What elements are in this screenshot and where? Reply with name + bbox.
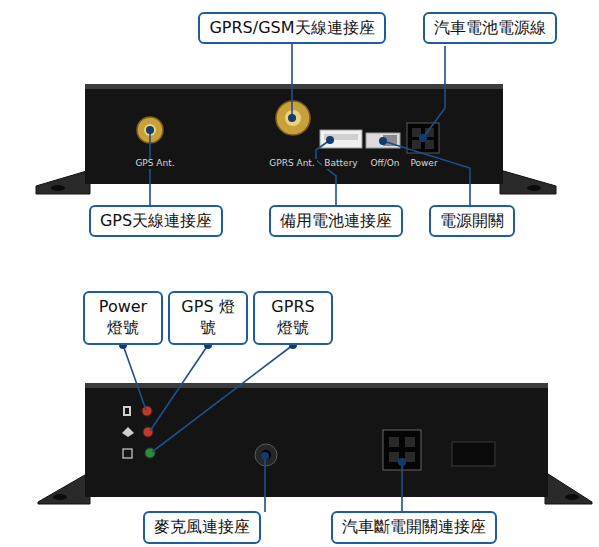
callout-text: 電源開關 xyxy=(440,211,504,232)
callout-box: 麥克風連接座 xyxy=(143,511,261,544)
callout-box: Power 燈號 xyxy=(83,291,163,345)
callout-text: 備用電池連接座 xyxy=(280,211,392,232)
callout-text: GPRS/GSM天線連接座 xyxy=(209,18,374,39)
top-device xyxy=(36,84,556,194)
callout-box: 電源開關 xyxy=(429,205,515,238)
callout-box: GPRS/GSM天線連接座 xyxy=(198,12,385,45)
callout-text: Power 燈號 xyxy=(94,297,152,339)
callout-box: 汽車斷電開關連接座 xyxy=(331,511,497,544)
callout-box: GPS 燈號 xyxy=(168,291,248,345)
callout-text: GPS天線連接座 xyxy=(100,211,212,232)
callout-text: 汽車電池電源線 xyxy=(434,18,546,39)
port-label: GPS Ant. xyxy=(133,159,176,169)
callout-box: GPS天線連接座 xyxy=(89,205,223,238)
callout-text: 麥克風連接座 xyxy=(154,517,250,538)
callout-text: GPRS 燈號 xyxy=(264,297,322,339)
callout-text: GPS 燈號 xyxy=(179,297,237,339)
callout-box: 汽車電池電源線 xyxy=(423,12,557,45)
leader-dots xyxy=(119,114,427,466)
callout-box: 備用電池連接座 xyxy=(269,205,403,238)
port-label: Battery xyxy=(322,159,359,169)
port-label: GPRS Ant. xyxy=(267,159,316,169)
leader-lines xyxy=(123,44,470,512)
callout-text: 汽車斷電開關連接座 xyxy=(342,517,486,538)
port-label: Off/On xyxy=(368,159,401,169)
callout-box: GPRS 燈號 xyxy=(253,291,333,345)
bottom-device xyxy=(38,383,592,504)
port-label: Power xyxy=(408,159,439,169)
